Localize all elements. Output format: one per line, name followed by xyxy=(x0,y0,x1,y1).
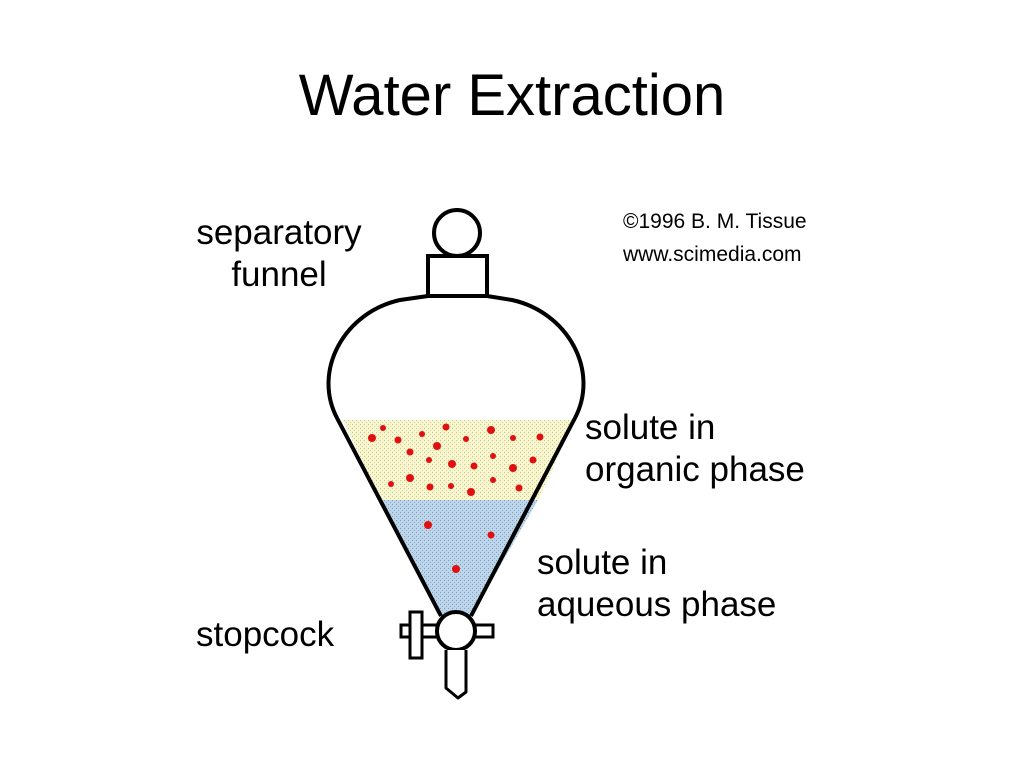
drain-tip xyxy=(444,650,468,700)
aqueous-phase-label-line1: solute in xyxy=(537,543,668,582)
solute-dot xyxy=(452,565,460,573)
solute-dot xyxy=(426,483,434,491)
solute-dot xyxy=(388,481,394,487)
copyright-line: ©1996 B. M. Tissue xyxy=(623,210,807,233)
solute-dot xyxy=(426,457,432,463)
solute-dot xyxy=(487,426,495,434)
stopcock-label: stopcock xyxy=(196,615,335,654)
separatory-funnel-label: separatory funnel xyxy=(173,212,385,296)
solute-dot xyxy=(406,448,414,456)
solute-dot xyxy=(487,531,495,539)
solute-dot xyxy=(529,456,537,464)
solute-dot xyxy=(467,488,475,496)
website-line: www.scimedia.com xyxy=(623,242,802,266)
solute-dot xyxy=(424,521,432,529)
copyright-credit: ©1996 B. M. Tissue www.scimedia.com xyxy=(623,206,807,271)
solute-dot xyxy=(419,431,425,437)
organic-phase-label-line1: solute in xyxy=(585,408,716,447)
solute-dot xyxy=(448,460,456,468)
solute-dot xyxy=(442,423,450,431)
solute-dot xyxy=(368,434,376,442)
separatory-funnel-label-line2: funnel xyxy=(231,255,327,294)
organic-phase-label: solute in organic phase xyxy=(585,407,805,491)
solute-dot xyxy=(509,464,517,472)
solute-dot xyxy=(380,425,386,431)
solute-dot xyxy=(490,477,496,483)
organic-solute-dots xyxy=(368,423,544,496)
separatory-funnel-label-line1: separatory xyxy=(196,213,362,252)
aqueous-phase-label: solute in aqueous phase xyxy=(537,542,776,626)
funnel-neck xyxy=(426,254,489,298)
solute-dot xyxy=(433,442,441,450)
stopcock-handle-grip xyxy=(408,610,424,660)
solute-dot xyxy=(536,433,544,441)
solute-dot xyxy=(470,462,478,470)
stopcock-barrel xyxy=(435,610,477,652)
aqueous-phase-layer xyxy=(380,500,538,615)
funnel-body-outline xyxy=(326,294,586,617)
solute-dot xyxy=(463,436,469,442)
solute-dot xyxy=(448,483,454,489)
organic-phase-label-line2: organic phase xyxy=(585,450,805,489)
solute-dot xyxy=(490,453,496,459)
stopper xyxy=(432,208,482,258)
aqueous-solute-dots xyxy=(424,521,495,573)
solute-dot xyxy=(515,484,523,492)
solute-dot xyxy=(406,474,414,482)
solute-dot xyxy=(510,435,516,441)
aqueous-phase-label-line2: aqueous phase xyxy=(537,585,777,624)
solute-dot xyxy=(394,436,402,444)
slide-title: Water Extraction xyxy=(298,63,726,128)
